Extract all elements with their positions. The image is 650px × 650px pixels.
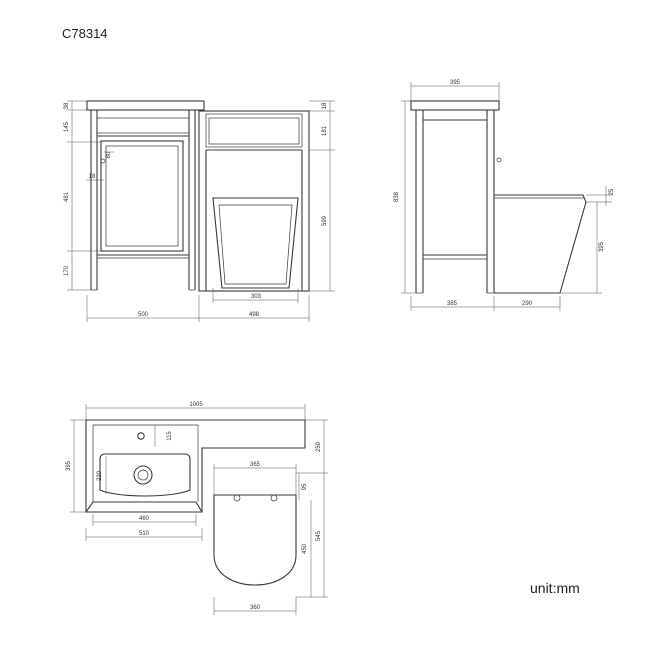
waste-outer (133, 465, 153, 485)
wc-pan-front (212, 197, 299, 289)
dim-door: 481 (64, 191, 70, 202)
seat-hinge-left (233, 494, 241, 502)
dim-hinge-a: 80 (106, 151, 112, 158)
tap-hole (137, 432, 145, 440)
vanity-door (100, 140, 184, 252)
door-knob (100, 158, 106, 164)
dim-hinge-b: 18 (89, 174, 96, 180)
wc-panel (208, 117, 300, 145)
dim-top: 38 (64, 102, 70, 109)
basin-lip (84, 501, 203, 513)
dim-total-width: 1005 (189, 402, 203, 408)
dim-cistern-gap: 95 (302, 483, 308, 490)
dim-drawer: 145 (64, 121, 70, 132)
dim-tap-offset: 115 (167, 431, 173, 441)
dim-plan-depth: 395 (66, 460, 72, 471)
dim-seat-length: 450 (302, 543, 308, 554)
dim-pan-top: 25 (609, 188, 615, 195)
side-view: 395 838 25 395 385 290 (394, 80, 615, 311)
seat-hinge-right (270, 494, 278, 502)
waste-inner (137, 469, 149, 481)
dim-cabinet-depth: 385 (447, 301, 458, 307)
dim-wc-width: 498 (249, 312, 260, 318)
dim-pan-projection: 290 (522, 301, 533, 307)
dim-basin-width: 500 (138, 312, 149, 318)
side-knob (496, 157, 502, 163)
dim-seat-width: 365 (250, 462, 261, 468)
drawer-front (96, 117, 190, 134)
dim-plan-pan-width: 360 (250, 605, 261, 611)
dim-total-height: 838 (394, 191, 400, 202)
plan-top-outline (86, 419, 306, 512)
dim-wc-height: 599 (322, 215, 328, 226)
dim-basin-width: 510 (139, 531, 150, 537)
product-code: C78314 (62, 26, 108, 41)
dim-bowl-depth: 220 (97, 470, 103, 481)
dim-plinth: 170 (64, 265, 70, 276)
wc-unit (198, 110, 310, 292)
dim-wc-panel: 181 (322, 125, 328, 136)
wc-seat (213, 494, 297, 586)
dim-wc-top: 18 (322, 102, 328, 109)
dim-pan-width: 303 (251, 294, 262, 300)
dim-depth-top: 395 (450, 80, 461, 86)
dim-top-depth: 250 (316, 441, 322, 452)
side-top (410, 100, 500, 111)
dim-pan-height: 395 (599, 241, 605, 252)
front-view: 38 145 481 170 80 18 500 498 303 18 181 … (64, 100, 335, 322)
wc-pan-side (494, 194, 587, 294)
unit-label: unit:mm (530, 580, 580, 596)
plan-view: 1005 395 115 220 460 510 365 95 450 (66, 402, 328, 615)
dim-bowl-width: 460 (139, 516, 150, 522)
vanity-top (86, 100, 205, 111)
dim-pan-length: 545 (316, 530, 322, 541)
basin-bowl (99, 453, 191, 497)
